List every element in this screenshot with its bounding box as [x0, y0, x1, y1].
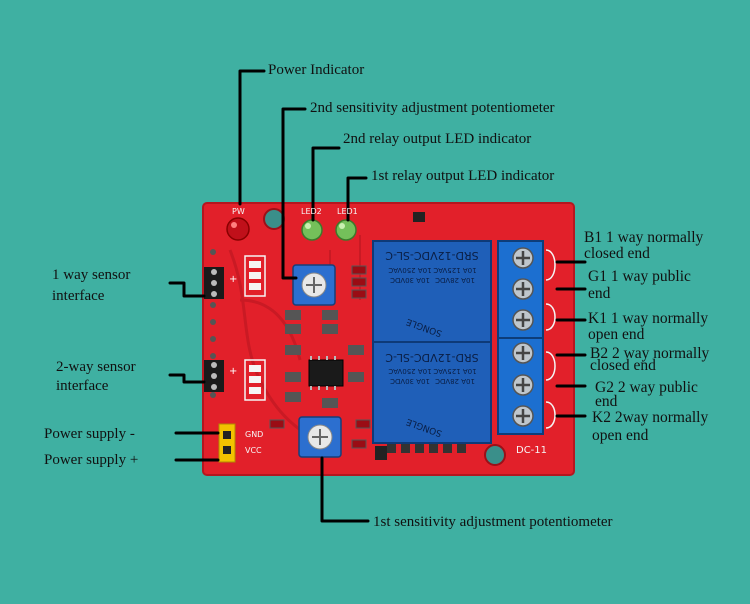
leader-lines: [168, 69, 587, 523]
label-k2-line1: K2 2way normally: [592, 409, 709, 426]
label-g2-line1: G2 2 way public: [595, 379, 698, 396]
leader-sensor2: [168, 373, 206, 384]
potentiometer-1: [298, 416, 342, 458]
terminal-screw-k2: [512, 405, 534, 427]
relay-1: [372, 240, 492, 344]
leader-led2: [311, 146, 341, 222]
label-power-minus: Power supply -: [44, 426, 135, 442]
label-led2: 2nd relay output LED indicator: [343, 131, 532, 147]
terminal-block: [497, 240, 544, 435]
leader-pot1: [320, 456, 370, 523]
label-k2-line2: open end: [592, 427, 649, 444]
terminal-screw-b2: [512, 342, 534, 364]
pw-label: PW: [232, 207, 245, 216]
smd-components: [269, 212, 425, 460]
relay-2-model: SRD-12VDC-SL-C: [385, 351, 479, 364]
silkscreen-brackets: [545, 249, 556, 429]
label-b2-line1: B2 2 way normally: [590, 345, 710, 362]
label-g1-line2: end: [588, 285, 611, 302]
label-pot2: 2nd sensitivity adjustment potentiometer: [310, 100, 555, 116]
pcb-silkscreen-text: PW LED2 LED1 GND VCC DC-11: [232, 207, 547, 456]
bottom-pins: [387, 444, 466, 453]
svg-text:+: +: [229, 274, 237, 285]
relay-2-spec-a: 10A 250VAC: [388, 367, 431, 375]
relay-1-spec-a: 10A 250VAC: [388, 266, 431, 274]
potentiometer-2: [292, 264, 336, 306]
svg-text:+: +: [229, 366, 237, 377]
terminal-screw-g1: [512, 278, 534, 300]
label-b1-line1: B1 1 way normally: [584, 229, 704, 246]
terminal-screw-g2: [512, 374, 534, 396]
power-led: [226, 217, 250, 241]
mounting-holes: [263, 208, 506, 466]
relay-1-spec-b: 10A 125VAC: [433, 266, 476, 274]
leader-sensor1: [168, 281, 206, 298]
label-b2-line2: closed end: [590, 357, 656, 374]
comparator-ic: [308, 356, 344, 390]
relay-leds: [301, 219, 357, 241]
sensor-interface-1-header: +: [204, 255, 266, 299]
label-pot1: 1st sensitivity adjustment potentiometer: [373, 514, 613, 530]
label-led1: 1st relay output LED indicator: [371, 168, 555, 184]
leader-power-indicator: [238, 69, 266, 206]
label-k1-line2: open end: [588, 326, 645, 343]
relay-2: [372, 341, 492, 444]
label-sensor2-line2: interface: [56, 378, 109, 394]
sensor-interface-2-header: +: [204, 359, 266, 401]
label-g1-line1: G1 1 way public: [588, 268, 691, 285]
label-sensor1-line2: interface: [52, 288, 105, 304]
label-power-indicator: Power Indicator: [268, 62, 365, 78]
power-supply-header: [218, 423, 236, 463]
led2-label: LED2: [301, 207, 322, 216]
label-sensor1-line1: 1 way sensor: [52, 267, 131, 283]
vcc-label: VCC: [245, 446, 262, 455]
label-b1-line2: closed end: [584, 245, 650, 262]
led1-label: LED1: [337, 207, 358, 216]
label-sensor2-line1: 2-way sensor: [56, 359, 136, 375]
label-k1-line1: K1 1 way normally: [588, 310, 709, 327]
relay-1-spec-c: 10A 30VDC: [390, 276, 430, 284]
terminal-screw-b1: [512, 247, 534, 269]
label-g2-line2: end: [595, 393, 618, 410]
leader-pot2: [281, 107, 307, 280]
board-model: DC-11: [516, 445, 547, 456]
relay-2-spec-b: 10A 125VAC: [433, 367, 476, 375]
relay-2-spec-d: 10A 28VDC: [435, 377, 475, 385]
label-power-plus: Power supply +: [44, 452, 139, 468]
terminal-screw-k1: [512, 309, 534, 331]
gnd-label: GND: [245, 430, 263, 439]
relay-1-spec-d: 10A 28VDC: [435, 276, 475, 284]
relay-2-spec-c: 10A 30VDC: [390, 377, 430, 385]
relay-1-model: SRD-12VDC-SL-C: [385, 249, 479, 262]
leader-led1: [346, 176, 368, 222]
